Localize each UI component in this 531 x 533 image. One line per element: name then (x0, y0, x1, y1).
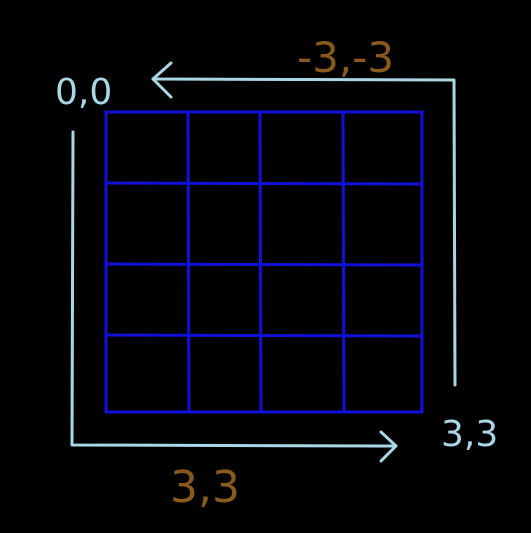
arrow-top-shaft (151, 77, 457, 387)
arrow-top (151, 61, 457, 387)
grid (104, 110, 424, 414)
grid-line-vertical-2 (258, 110, 263, 414)
arrow-bottom-label: 3,3 (170, 462, 240, 513)
arrow-top-head (151, 61, 173, 99)
arrow-bottom-head (379, 430, 398, 463)
arrow-bottom (70, 130, 398, 463)
grid-line-vertical-3 (341, 110, 346, 414)
origin-label: 0,0 (55, 72, 112, 113)
grid-line-horizontal-1 (104, 181, 424, 186)
grid-outline (104, 110, 424, 414)
arrow-bottom-shaft (70, 130, 397, 448)
arrow-top-label: -3,-3 (297, 33, 394, 82)
grid-line-horizontal-2 (104, 262, 424, 267)
bottom-right-label: 3,3 (441, 414, 498, 455)
grid-line-horizontal-3 (104, 333, 424, 338)
grid-line-vertical-1 (186, 110, 191, 414)
